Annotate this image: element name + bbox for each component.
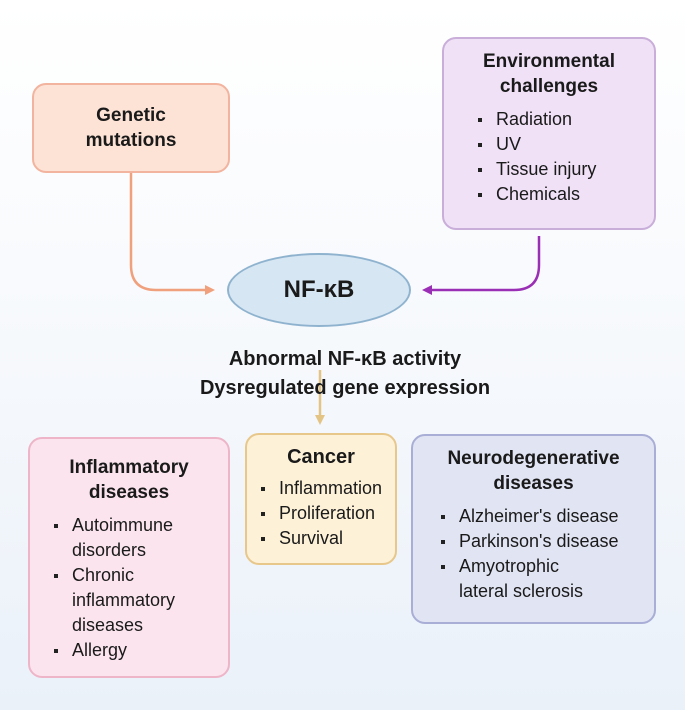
arrow-genetic-to-nfkb <box>129 170 215 295</box>
list-item: Inflammation <box>257 476 395 501</box>
list-item: Amyotrophic lateral sclerosis <box>437 554 654 604</box>
inflammatory-diseases-title: Inflammatory diseases <box>30 455 228 505</box>
title-line: challenges <box>499 76 599 97</box>
item-line: disorders <box>72 540 147 560</box>
item-line: lateral sclerosis <box>459 581 584 601</box>
genetic-mutations-title: Genetic mutations <box>86 103 177 153</box>
title-line: Neurodegenerative <box>447 448 620 469</box>
neurodegenerative-diseases-box: Neurodegenerative diseases Alzheimer's d… <box>411 434 656 624</box>
list-item: Chemicals <box>474 182 654 207</box>
title-line: Inflammatory <box>69 457 189 478</box>
list-item: Survival <box>257 526 395 551</box>
environmental-challenges-list: Radiation UV Tissue injury Chemicals <box>474 107 654 207</box>
cancer-list: Inflammation Proliferation Survival <box>257 476 395 551</box>
list-item: Autoimmune disorders <box>50 513 228 563</box>
environmental-challenges-title: Environmental challenges <box>444 49 654 99</box>
nfkb-node: NF-κB <box>227 253 411 327</box>
inflammatory-diseases-list: Autoimmune disorders Chronic inflammator… <box>50 513 228 663</box>
title-line: Genetic <box>96 105 166 126</box>
list-item: Parkinson's disease <box>437 529 654 554</box>
title-line: mutations <box>85 130 177 151</box>
nfkb-label: NF-κB <box>283 276 355 303</box>
list-item: Alzheimer's disease <box>437 504 654 529</box>
arrow-environmental-to-nfkb <box>422 236 541 295</box>
item-line: Amyotrophic <box>459 556 560 576</box>
list-item: Chronic inflammatory diseases <box>50 563 228 638</box>
neurodegenerative-diseases-list: Alzheimer's disease Parkinson's disease … <box>437 504 654 604</box>
environmental-challenges-box: Environmental challenges Radiation UV Ti… <box>442 37 656 230</box>
item-line: diseases <box>72 615 144 635</box>
item-line: Autoimmune <box>72 515 174 535</box>
abnormal-line: Abnormal NF-κB activity <box>228 348 462 370</box>
list-item: Proliferation <box>257 501 395 526</box>
abnormal-activity-text: Abnormal NF-κB activity Dysregulated gen… <box>120 345 570 403</box>
item-line: Chronic <box>72 565 135 585</box>
title-line: diseases <box>493 473 574 494</box>
neurodegenerative-diseases-title: Neurodegenerative diseases <box>413 446 654 496</box>
inflammatory-diseases-box: Inflammatory diseases Autoimmune disorde… <box>28 437 230 678</box>
cancer-title: Cancer <box>287 446 355 468</box>
title-line: Environmental <box>483 51 615 72</box>
list-item: Tissue injury <box>474 157 654 182</box>
title-line: diseases <box>88 482 170 503</box>
genetic-mutations-box: Genetic mutations <box>32 83 230 173</box>
list-item: Allergy <box>50 638 228 663</box>
cancer-box: Cancer Inflammation Proliferation Surviv… <box>245 433 397 565</box>
item-line: inflammatory <box>72 590 176 610</box>
list-item: Radiation <box>474 107 654 132</box>
abnormal-line: Dysregulated gene expression <box>199 377 491 399</box>
list-item: UV <box>474 132 654 157</box>
